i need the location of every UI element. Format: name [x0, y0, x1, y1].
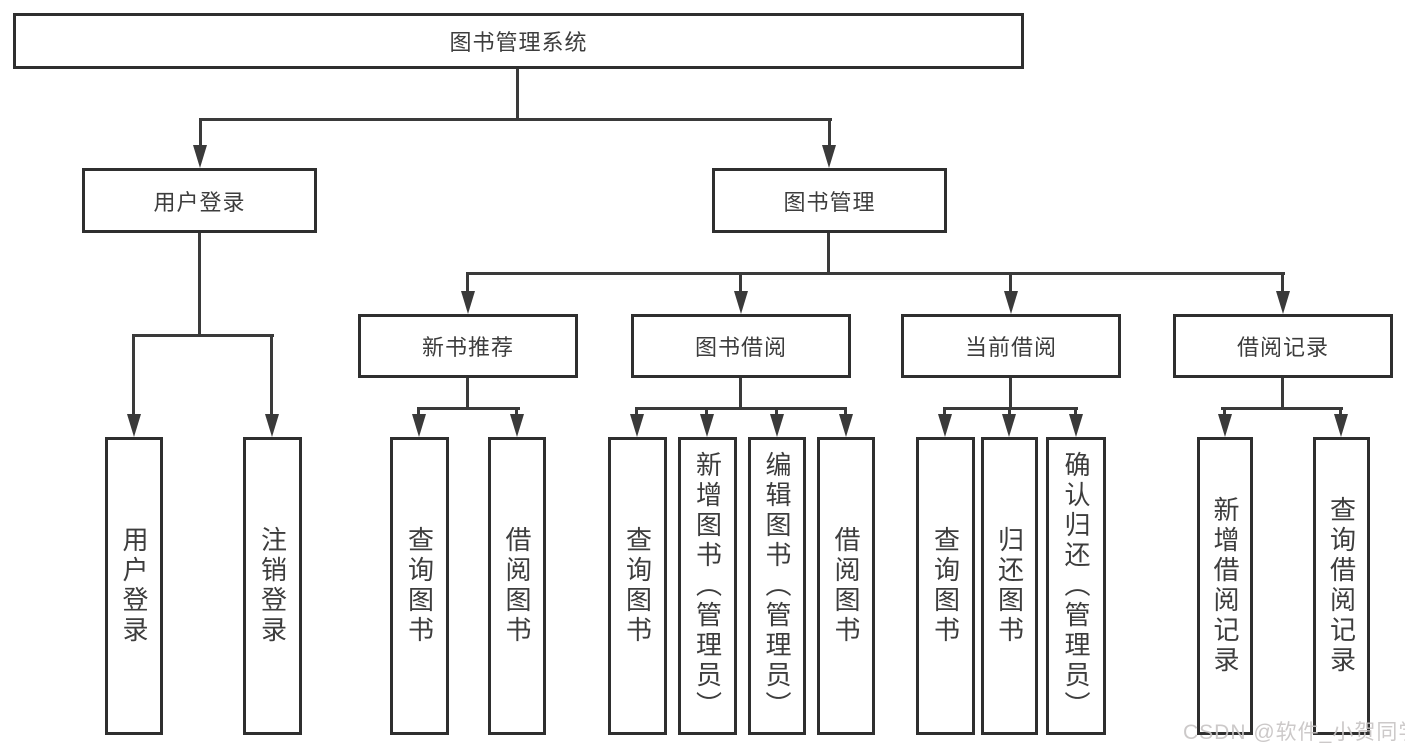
node-borrowing-records: 借阅记录 — [1173, 314, 1393, 378]
leaf-borrow-books: 借阅图书 — [488, 437, 546, 735]
connector-line — [1074, 407, 1077, 419]
connector-line — [844, 407, 847, 419]
connector-line — [199, 118, 832, 121]
arrow-down-icon — [1069, 414, 1083, 437]
connector-line — [466, 272, 1285, 275]
connector-line — [199, 118, 202, 148]
connector-line — [1339, 407, 1342, 419]
node-library-system: 图书管理系统 — [13, 13, 1024, 69]
leaf-return-books: 归还图书 — [981, 437, 1038, 735]
arrow-down-icon — [412, 414, 426, 437]
connector-line — [466, 272, 469, 294]
leaf-query-books: 查询图书 — [390, 437, 449, 735]
connector-line — [132, 334, 274, 337]
connector-line — [516, 69, 519, 120]
leaf-borrow-books: 借阅图书 — [817, 437, 875, 735]
connector-line — [635, 407, 847, 410]
arrow-down-icon — [193, 145, 207, 168]
connector-line — [1009, 378, 1012, 409]
arrow-down-icon — [700, 414, 714, 437]
connector-line — [739, 378, 742, 409]
leaf-logout: 注销登录 — [243, 437, 302, 735]
connector-line — [1223, 407, 1226, 419]
leaf-edit-books-admin: 编辑图书（管理员） — [748, 437, 806, 735]
arrow-down-icon — [938, 414, 952, 437]
connector-line — [1221, 407, 1343, 410]
connector-line — [828, 118, 831, 148]
arrow-down-icon — [461, 291, 475, 314]
arrow-down-icon — [510, 414, 524, 437]
arrow-down-icon — [127, 414, 141, 437]
arrow-down-icon — [265, 414, 279, 437]
leaf-query-books: 查询图书 — [608, 437, 667, 735]
leaf-confirm-return-admin: 确认归还（管理员） — [1046, 437, 1106, 735]
connector-line — [943, 407, 946, 419]
connector-line — [739, 272, 742, 294]
connector-line — [466, 378, 469, 409]
arrow-down-icon — [1004, 291, 1018, 314]
watermark-text: CSDN @软件_小贺同学 — [1183, 721, 1405, 744]
arrow-down-icon — [839, 414, 853, 437]
connector-line — [198, 233, 201, 337]
connector-line — [270, 334, 273, 417]
node-user-login: 用户登录 — [82, 168, 317, 233]
leaf-add-books-admin: 新增图书（管理员） — [678, 437, 737, 735]
connector-line — [417, 407, 420, 419]
leaf-user-login: 用户登录 — [105, 437, 163, 735]
connector-line — [705, 407, 708, 419]
connector-line — [417, 407, 520, 410]
arrow-down-icon — [770, 414, 784, 437]
arrow-down-icon — [822, 145, 836, 168]
connector-line — [827, 233, 830, 275]
leaf-query-books: 查询图书 — [916, 437, 975, 735]
connector-line — [1281, 378, 1284, 409]
connector-line — [515, 407, 518, 419]
arrow-down-icon — [734, 291, 748, 314]
leaf-add-borrow-record: 新增借阅记录 — [1197, 437, 1253, 735]
connector-line — [635, 407, 638, 419]
leaf-query-borrow-record: 查询借阅记录 — [1313, 437, 1370, 735]
connector-line — [132, 334, 135, 417]
node-book-management: 图书管理 — [712, 168, 947, 233]
node-current-borrowing: 当前借阅 — [901, 314, 1121, 378]
connector-line — [775, 407, 778, 419]
arrow-down-icon — [1276, 291, 1290, 314]
connector-line — [1009, 272, 1012, 294]
arrow-down-icon — [630, 414, 644, 437]
arrow-down-icon — [1002, 414, 1016, 437]
connector-line — [1281, 272, 1284, 294]
arrow-down-icon — [1218, 414, 1232, 437]
node-new-book-recommend: 新书推荐 — [358, 314, 578, 378]
arrow-down-icon — [1334, 414, 1348, 437]
node-book-borrowing: 图书借阅 — [631, 314, 851, 378]
connector-line — [1008, 407, 1011, 419]
